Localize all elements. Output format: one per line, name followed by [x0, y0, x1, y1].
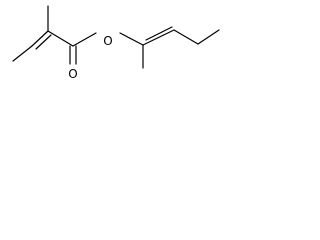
bond-c1-c2 — [12, 45, 33, 62]
bond-c4-o-ester — [72, 32, 97, 47]
bond-c3-c4 — [47, 30, 74, 47]
bond-c6-c7 — [173, 29, 199, 45]
bond-o-c5 — [119, 32, 144, 46]
bond-c5-c6-double-main — [142, 29, 175, 46]
carbonyl-oxygen-label: O — [68, 67, 77, 81]
atom-labels: O O — [68, 34, 112, 81]
chemical-structure-diagram: O O — [12, 5, 220, 81]
bond-c2-c3-double-main — [31, 30, 49, 47]
bond-c5-c6-double-inner — [145, 26, 173, 41]
bond-lines — [12, 5, 220, 69]
bond-c2-c3-double-inner — [35, 34, 52, 50]
ester-oxygen-label: O — [103, 34, 112, 48]
bond-c7-c8 — [197, 29, 220, 45]
